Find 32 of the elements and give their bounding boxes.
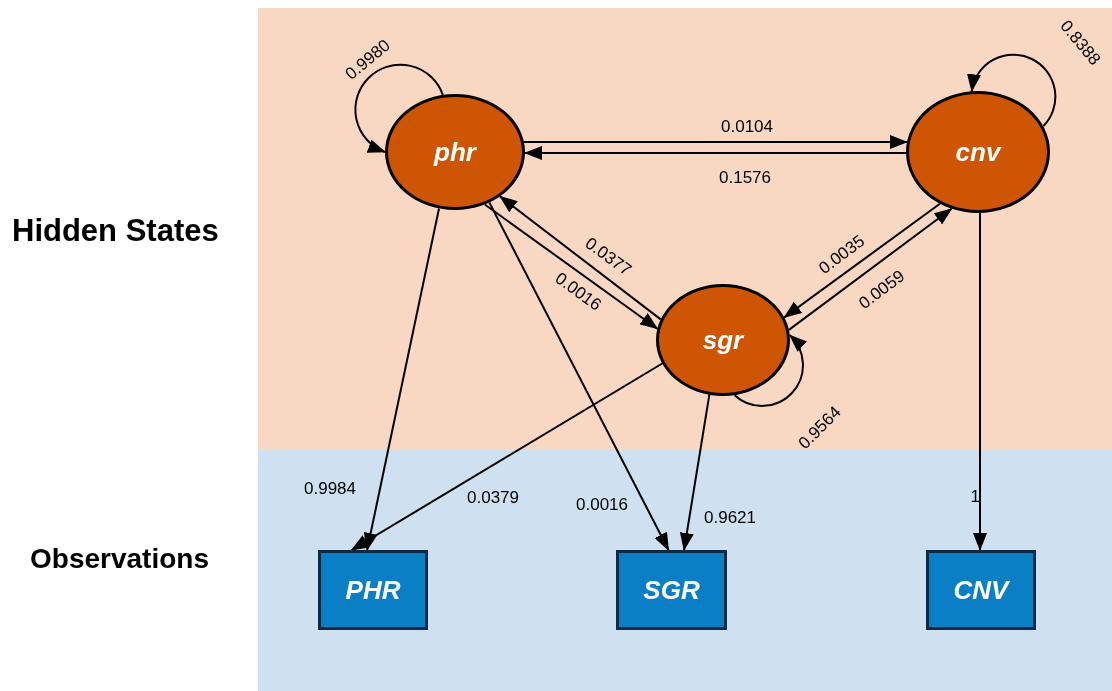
transition-arrow [679,393,711,551]
transition-arrow [783,202,941,319]
edge-label: 0.9984 [304,479,356,499]
region-heading: Hidden States [12,213,219,250]
transition-arrow [350,362,664,551]
edge-label: 1 [970,487,980,507]
edge-label: 0.0379 [467,488,519,508]
transition-arrow [363,207,440,551]
observation-box [926,550,1036,630]
region-heading: Observations [30,543,209,576]
state-name: PHR [345,574,401,606]
observation-box [616,550,727,630]
state-name: cnv [955,136,1001,168]
transition-arrow [488,201,670,551]
transition-arrow [787,207,953,331]
transition-arrow [524,146,907,160]
state-name: phr [434,136,476,168]
transition-arrow [733,334,807,407]
edge-label: 0.0104 [721,117,773,137]
edge-label: 0.0016 [576,495,628,515]
state-name: sgr [702,324,744,356]
transition-arrow [354,63,444,153]
observation-box [318,550,428,630]
transition-arrow [483,203,659,330]
transition-arrow [968,53,1057,128]
edge-label: 0.1576 [719,168,771,188]
transition-arrow [522,135,908,149]
transition-arrow [499,195,662,321]
transition-arrow [973,212,987,551]
state-name: SGR [643,574,700,606]
edge-label: 0.9621 [704,508,756,528]
state-name: CNV [953,574,1009,606]
